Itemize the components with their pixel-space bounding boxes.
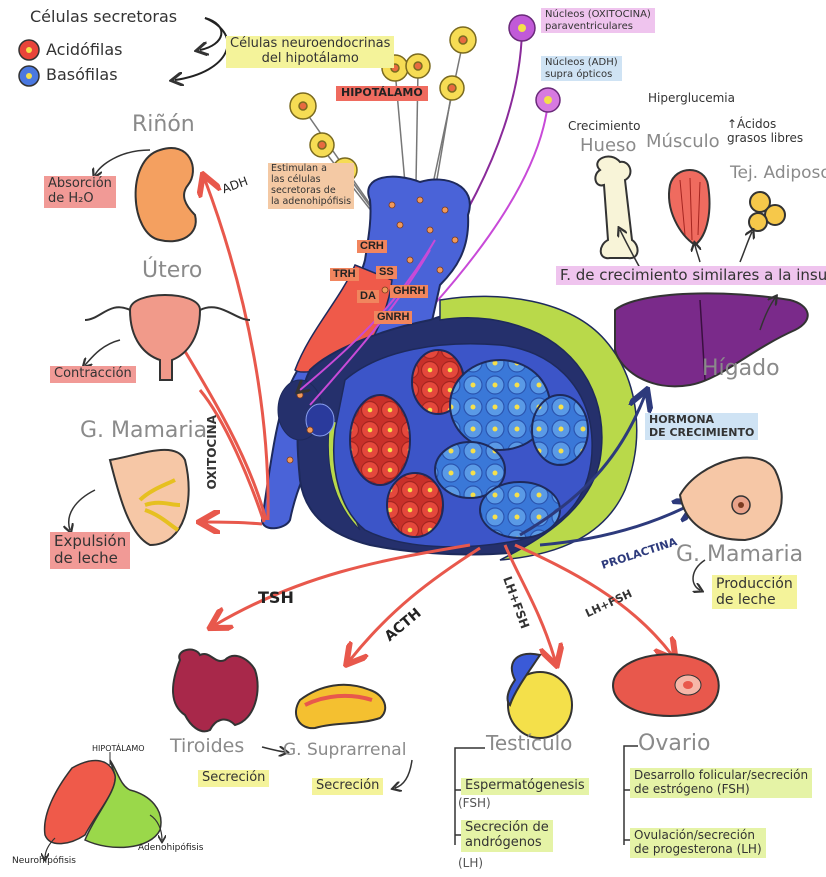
hormone-ghrh: GHRH (390, 285, 428, 298)
legend-acidophil: Acidófilas (46, 41, 123, 59)
testis-effect-1-note: (FSH) (458, 797, 491, 811)
mammary-left-effect: Expulsión de leche (50, 532, 130, 569)
uterus-effect: Contracción (50, 366, 136, 383)
thyroid-effect: Secreción (198, 770, 269, 787)
mammary-left-icon (110, 450, 189, 545)
thyroid-icon (173, 650, 258, 732)
growth-label: Crecimiento (568, 120, 640, 134)
hyperglycemia-label: Hiperglucemia (648, 92, 735, 106)
ovary-icon (613, 654, 719, 716)
tsh-arrow (215, 545, 470, 625)
hormone-da: DA (357, 290, 379, 303)
hormone-ss: SS (376, 266, 397, 279)
ovary-title: Ovario (638, 731, 710, 756)
ovary-effect-1: Desarrollo folicular/secreción de estróg… (630, 768, 812, 798)
liver-title: Hígado (702, 356, 780, 381)
muscle-title: Músculo (646, 132, 720, 153)
oxytocin-label: OXITOCINA (206, 415, 220, 489)
lhfsh-ovary-arrow (515, 545, 672, 655)
testis-title: Testículo (486, 732, 572, 755)
basophil-cluster (532, 395, 588, 465)
gh-label: HORMONA DE CRECIMIENTO (645, 413, 758, 440)
tsh-label: TSH (258, 589, 294, 607)
legend-arrow (200, 18, 221, 50)
mammary-right-effect: Producción de leche (712, 575, 797, 609)
fatty-acids-label: ↑Ácidos grasos libres (727, 118, 803, 146)
adrenal-icon (296, 685, 385, 728)
thyroid-title: Tiroides (170, 736, 244, 758)
mammary-right-icon (680, 458, 782, 540)
testis-icon (508, 654, 572, 738)
neuro-cells-label: Células neuroendocrinas del hipotálamo (226, 36, 394, 68)
stimulate-label: Estimulan a las células secretoras de la… (268, 163, 354, 209)
kidney-title: Riñón (132, 112, 195, 137)
oxytocin-mammary-arrow (205, 522, 262, 524)
hypothalamus-label: HIPOTÁLAMO (336, 86, 428, 101)
mini-hypothalamus-label: HIPOTÁLAMO (92, 744, 145, 753)
adrenal-effect: Secreción (312, 778, 383, 795)
testis-effect-2: Secreción de andrógenos (461, 820, 553, 852)
igf-label: F. de crecimiento similares a la insulin… (556, 266, 826, 285)
hormone-trh: TRH (330, 268, 359, 281)
legend-basophil: Basófilas (46, 66, 118, 84)
hormone-gnrh: GNRH (374, 311, 412, 324)
adipose-title: Tej. Adiposo (730, 164, 826, 184)
mini-neuro-label: Neurohipófisis (12, 856, 76, 866)
muscle-icon (669, 170, 709, 245)
nuclei-para-label: Núcleos (OXITOCINA) paraventriculares (541, 8, 655, 33)
adipose-icon (749, 192, 785, 231)
bone-title: Hueso (580, 136, 636, 157)
mammary-left-title: G. Mamaria (80, 418, 207, 443)
mammary-right-title: G. Mamaria (676, 542, 803, 567)
uterus-title: Útero (142, 258, 202, 283)
hormone-crh: CRH (357, 240, 387, 253)
acidophil-cluster (387, 473, 443, 537)
adrenal-title: G. Suprarrenal (283, 741, 406, 761)
basophil-cluster (480, 482, 560, 538)
pituitary-gland (262, 177, 637, 560)
acidophil-cluster (350, 395, 410, 485)
kidney-icon (136, 148, 196, 241)
kidney-effect: Absorción de H₂O (44, 176, 116, 208)
mini-adeno-label: Adenohipófisis (138, 843, 203, 853)
nuclei-supra-label: Núcleos (ADH) supra ópticos (541, 56, 622, 81)
testis-effect-2-note: (LH) (458, 857, 483, 871)
bone-icon (595, 157, 637, 259)
ovary-effect-2: Ovulación/secreción de progesterona (LH) (630, 828, 766, 858)
legend-title: Células secretoras (30, 8, 177, 26)
testis-effect-1: Espermatógenesis (461, 778, 589, 795)
